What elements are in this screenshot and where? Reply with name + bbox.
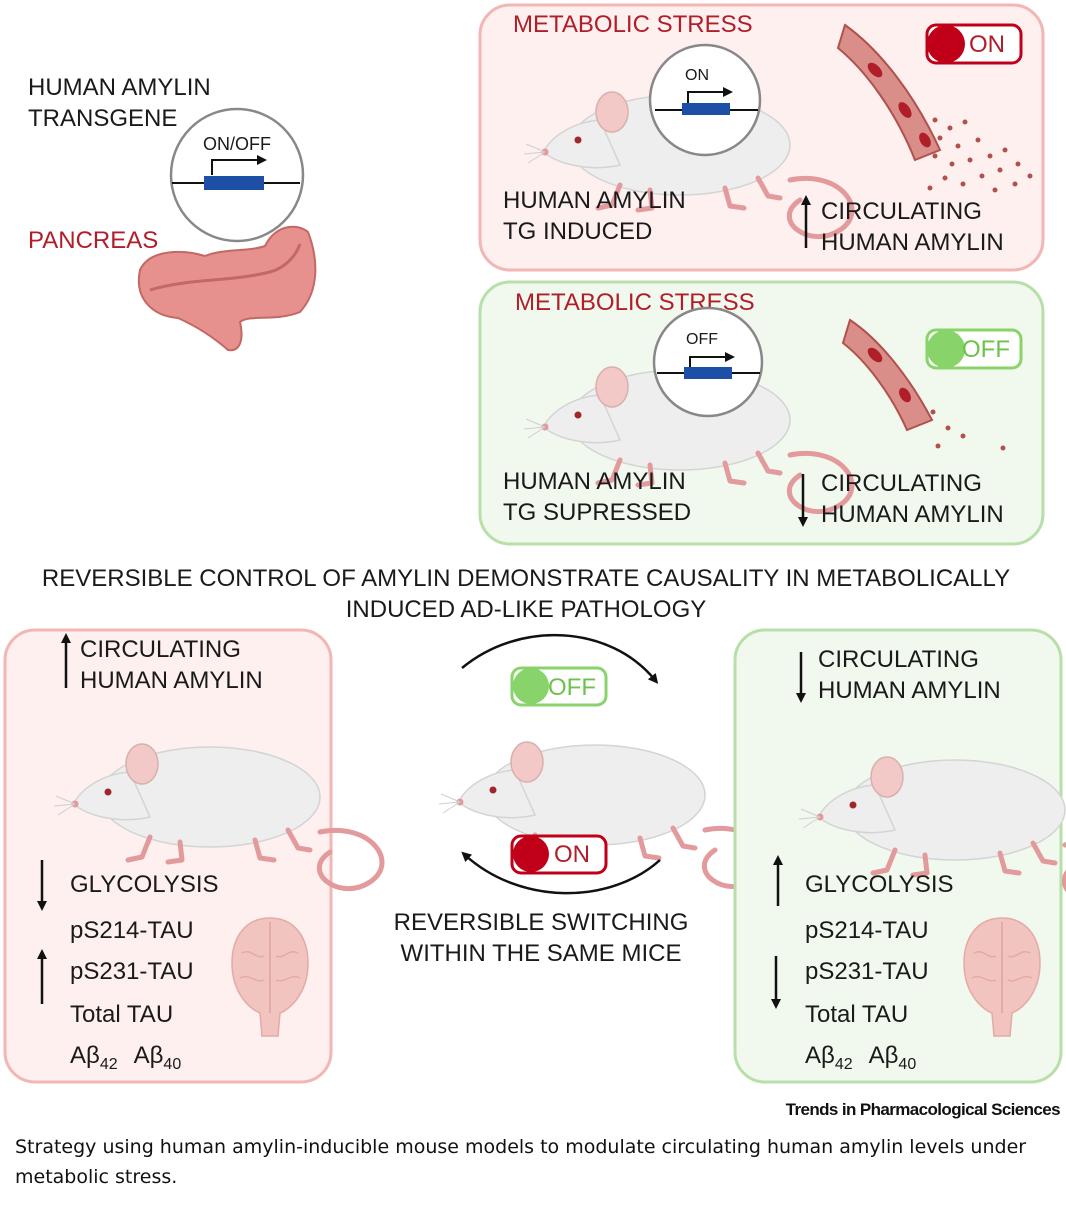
gene-switch-circle <box>169 107 305 243</box>
br-marker-ps231: pS231-TAU <box>805 958 929 985</box>
panel-bottom-left: CIRCULATING HUMAN AMYLIN GLYCOLYSIS pS21… <box>3 628 382 1084</box>
headline-line2: INDUCED AD-LIKE PATHOLOGY <box>346 596 707 623</box>
amylin-particles-dense <box>927 117 1033 193</box>
panel-metabolic-stress-on: METABOLIC STRESS ON ON HUMAN AMYLIN TG I… <box>478 3 1045 272</box>
promoter-arrow-icon <box>211 155 267 175</box>
br-marker-ps214: pS214-TAU <box>805 917 929 944</box>
headline-line1: REVERSIBLE CONTROL OF AMYLIN DEMONSTRATE… <box>42 565 1010 592</box>
bl-marker-total-tau: Total TAU <box>70 1001 173 1028</box>
toggle-on-label: ON <box>969 31 1005 58</box>
panel-off-circ-line2: HUMAN AMYLIN <box>821 501 1004 528</box>
gene-box <box>204 176 264 190</box>
bl-marker-ps214: pS214-TAU <box>70 917 194 944</box>
pancreas-icon <box>137 225 317 352</box>
arrow-forward-icon <box>461 633 659 684</box>
transgene-group: HUMAN AMYLIN TRANSGENE ON/OFF PANCREAS <box>28 74 317 352</box>
mid-toggle-off-label: OFF <box>548 674 596 701</box>
bl-marker-ps231: pS231-TAU <box>70 958 194 985</box>
arrow-backward-icon <box>461 851 661 895</box>
bl-circ-line2: HUMAN AMYLIN <box>80 667 263 694</box>
switching-line1: REVERSIBLE SWITCHING <box>394 909 689 936</box>
toggle-off-label: OFF <box>962 336 1010 363</box>
transgene-label-line2: TRANSGENE <box>28 105 177 132</box>
journal-credit: Trends in Pharmacological Sciences <box>785 1100 1061 1119</box>
panel-on-promoter-arrow-icon <box>687 87 733 104</box>
bl-marker-glycolysis: GLYCOLYSIS <box>70 871 219 898</box>
br-circ-line1: CIRCULATING <box>818 646 979 673</box>
br-circ-line2: HUMAN AMYLIN <box>818 677 1001 704</box>
panel-off-tg-line1: HUMAN AMYLIN <box>503 468 686 495</box>
panel-off-tg-line2: TG SUPRESSED <box>503 499 691 526</box>
pancreas-label: PANCREAS <box>28 227 158 254</box>
panel-off-gene-box <box>684 367 732 379</box>
panel-off-gene-circle <box>652 306 764 418</box>
blood-vessel-icon-off <box>841 318 934 432</box>
panel-off-circ-line1: CIRCULATING <box>821 470 982 497</box>
panel-on-stress-label: METABOLIC STRESS <box>513 11 753 38</box>
panel-on-gene-circle <box>648 43 762 157</box>
panel-on-tg-line2: TG INDUCED <box>503 218 652 245</box>
switching-group: OFF ON REVERSIBLE SWITCHING WITHIN THE S… <box>394 633 767 967</box>
blood-vessel-icon-on <box>836 23 942 162</box>
panel-off-promoter-arrow-icon <box>689 352 735 368</box>
transgene-label-line1: HUMAN AMYLIN <box>28 74 211 101</box>
panel-on-gene-label: ON <box>685 67 709 84</box>
panel-on-tg-line1: HUMAN AMYLIN <box>503 187 686 214</box>
br-marker-glycolysis: GLYCOLYSIS <box>805 871 954 898</box>
panel-off-gene-label: OFF <box>686 331 718 348</box>
panel-metabolic-stress-off: METABOLIC STRESS OFF OFF HUMAN AMYLIN TG… <box>478 280 1045 546</box>
panel-on-circ-line2: HUMAN AMYLIN <box>821 229 1004 256</box>
amylin-particles-sparse <box>930 409 1006 451</box>
panel-on-gene-box <box>682 103 730 115</box>
bl-circ-line1: CIRCULATING <box>80 636 241 663</box>
switching-line2: WITHIN THE SAME MICE <box>401 940 682 967</box>
mid-toggle-on-label: ON <box>554 841 590 868</box>
br-marker-total-tau: Total TAU <box>805 1001 908 1028</box>
panel-on-circ-line1: CIRCULATING <box>821 198 982 225</box>
gene-switch-label: ON/OFF <box>203 134 271 154</box>
panel-bottom-right: CIRCULATING HUMAN AMYLIN GLYCOLYSIS pS21… <box>733 628 1066 1084</box>
figure-caption: Strategy using human amylin-inducible mo… <box>15 1136 1027 1188</box>
